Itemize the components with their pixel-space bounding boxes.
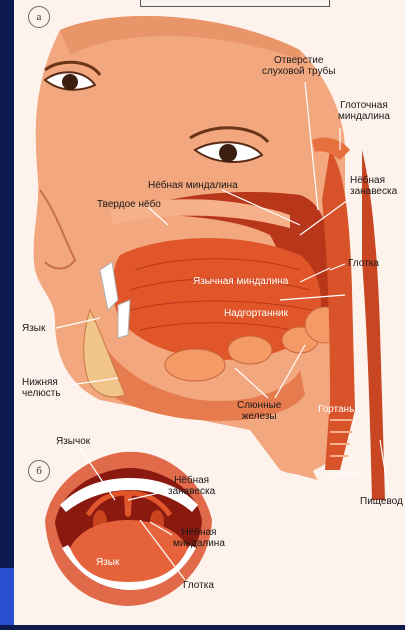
label-larynx: Гортань [318,404,354,415]
label-tongue: Язык [22,323,45,334]
label-pharyngeal-tonsil: Глоточная миндалина [338,100,390,122]
label-palatine-tonsil: Нёбная миндалина [148,180,238,191]
label-epiglottis: Надгортанник [224,308,288,319]
label-pharynx: Глотка [348,258,379,269]
label-salivary-glands: Слюнные железы [237,400,281,422]
left-border-accent [0,568,14,625]
uvula-shape [124,494,132,517]
panel-a-badge: а [28,6,50,28]
label-b-soft-palate: Нёбная занавеска [168,475,215,497]
left-border [0,0,14,625]
label-mandible: Нижняя челюсть [22,377,61,399]
label-trachea: Трахея [327,469,360,480]
label-hard-palate: Твердое нёбо [97,199,161,210]
label-esophagus: Пищевод [360,496,403,507]
label-eustachian-opening: Отверстие слуховой трубы [262,55,335,77]
lower-incisor [118,300,130,338]
label-b-palatine-tonsil: Нёбная миндалина [173,527,225,549]
top-caption-frame [140,0,330,7]
label-uvula: Язычок [56,436,90,447]
label-soft-palate: Нёбная занавеска [350,175,397,197]
label-b-tongue: Язык [96,557,119,568]
panel-b-badge: б [28,460,50,482]
label-lingual-tonsil: Язычная миндалина [193,276,288,287]
label-b-pharynx: Глотка [183,580,214,591]
